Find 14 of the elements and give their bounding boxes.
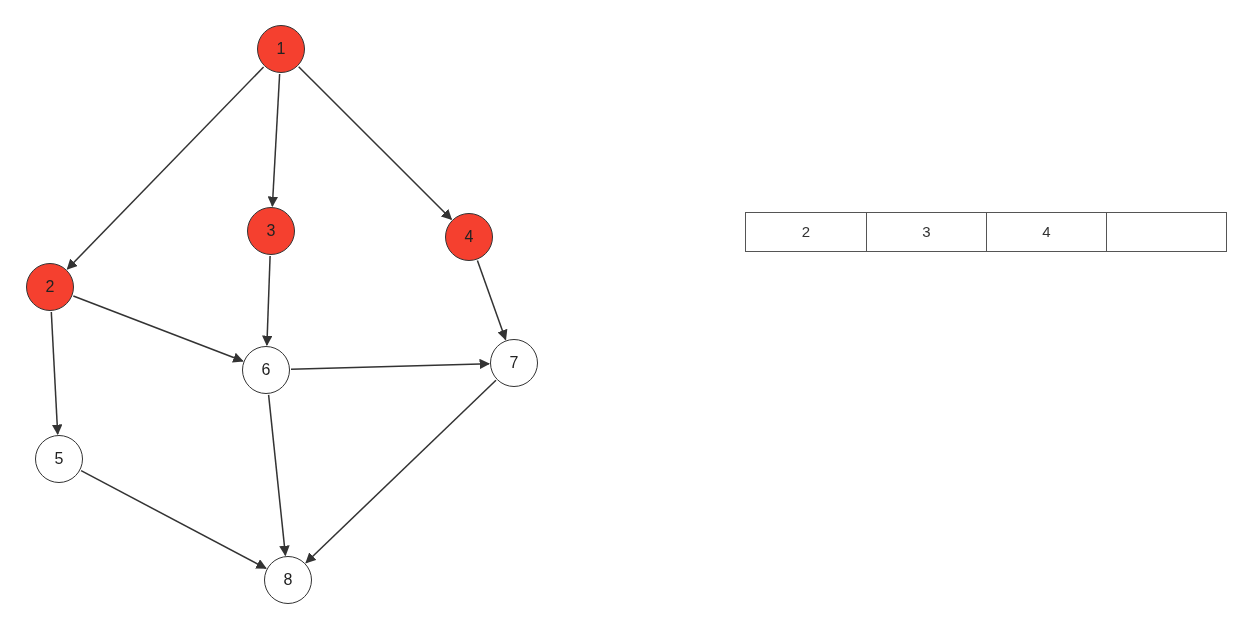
arrow <box>80 469 267 570</box>
queue-cell: 3 <box>866 213 986 251</box>
arrow <box>297 65 453 221</box>
arrow <box>50 311 63 436</box>
queue-cell-text: 2 <box>800 221 812 242</box>
arrow <box>476 259 508 341</box>
arrow <box>66 66 265 270</box>
arrow <box>267 73 281 208</box>
arrow <box>290 358 491 371</box>
arrow <box>262 255 273 347</box>
queue-cell: 4 <box>986 213 1106 251</box>
arrow <box>305 379 497 564</box>
arrow <box>72 295 244 363</box>
arrow <box>267 394 290 557</box>
